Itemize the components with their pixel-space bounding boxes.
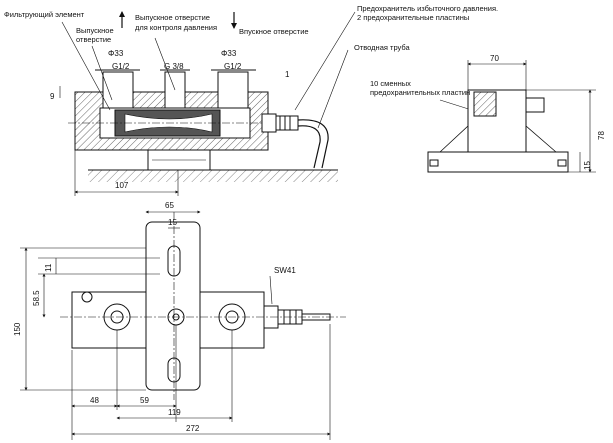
ground-surface [88,170,338,182]
label-pressure-line2: для контроля давления [135,23,218,32]
label-pressure-line1: Выпускное отверстие [135,13,210,22]
dim-base-offset: 107 [115,181,129,190]
side-view [427,60,596,173]
spare-discs [473,91,497,117]
dim-top-272: 272 [186,424,200,433]
dim-top-59: 59 [140,396,149,405]
top-view [20,210,346,440]
dim-side-width: 70 [490,54,499,63]
dim-top-150: 150 [13,322,22,336]
label-spare-line1: 10 сменных [370,79,411,88]
relief-valve-body [261,113,277,133]
dim-g12-left: G1/2 [112,62,130,71]
outlet-port [102,71,134,109]
side-base [427,151,569,173]
label-outlet-line1: Выпускное [76,26,114,35]
label-relief-line1: Предохранитель избыточного давления. [357,4,499,13]
section-view [59,11,479,196]
dim-g12-right: G1/2 [224,62,242,71]
dim-top-15: 15 [168,218,177,227]
label-relief-line2: 2 предохранительные пластины [357,13,470,22]
label-inlet: Впускное отверстие [239,27,309,36]
label-outlet-line2: отверстие [76,35,112,44]
dim-top-65: 65 [165,201,174,210]
dim-g38: G 3/8 [164,62,184,71]
label-drain-pipe: Отводная труба [354,43,410,52]
dim-nine: 9 [50,92,55,101]
dim-side-foot: 15 [583,161,592,170]
inlet-port [217,71,249,109]
label-filter-element: Фильтрующий элемент [4,10,85,19]
dim-top-119: 119 [168,408,181,417]
dim-d33-left: Φ33 [108,49,124,58]
dim-top-48: 48 [90,396,99,405]
dim-one: 1 [285,70,290,79]
dim-d33-right: Φ33 [221,49,237,58]
drain-pipe [297,119,329,169]
dim-top-11: 11 [44,263,53,272]
dim-top-585: 58.5 [32,290,41,306]
mounting-plate [145,221,201,391]
label-wrench-size: SW41 [274,266,296,275]
dim-side-height: 78 [597,131,606,140]
label-spare-line2: предохранительных пластин [370,88,471,97]
